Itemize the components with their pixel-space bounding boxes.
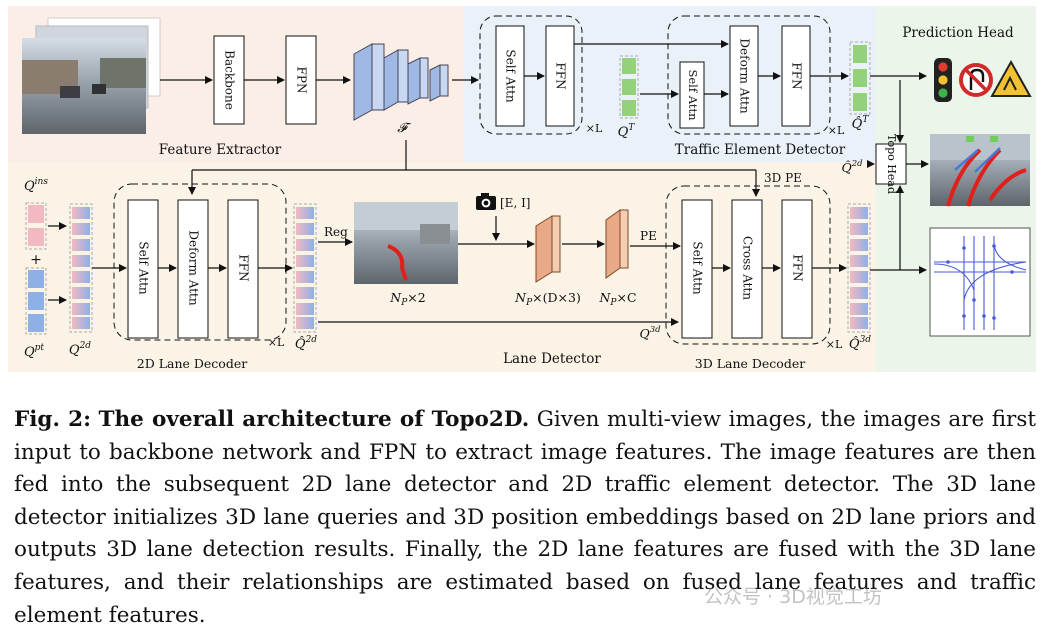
backbone-block [213, 35, 245, 125]
figure-caption: Fig. 2: The overall architecture of Topo… [14, 404, 1036, 632]
traffic-self-attn-2-label: Self Attn [686, 69, 700, 121]
traffic-ffn-2 [781, 25, 811, 127]
lane3d-cross-attn [731, 199, 763, 339]
q2d-label: Q2d [69, 341, 91, 358]
traffic-query-stack [619, 55, 639, 119]
fpn-label: FPN [295, 67, 309, 94]
traffic-self-attn-2 [679, 61, 705, 129]
traffic-repeat-2: ×L [828, 124, 845, 137]
q-pt-stack [25, 267, 47, 335]
q2dhat-to-topo-label: Q̂2d [841, 159, 863, 175]
q3d-label: Q3d [639, 325, 661, 341]
feature-extractor-title: Feature Extractor [159, 142, 282, 158]
plus-sign: + [30, 252, 42, 268]
camera-params-label: [E, I] [500, 196, 531, 210]
lane2d-ffn-label: FFN [237, 254, 251, 281]
lane2d-decoder-dashed [113, 183, 287, 341]
lane2d-decoder-title: 2D Lane Decoder [137, 356, 247, 371]
watermark: 公众号 · 3D视觉工坊 [704, 586, 882, 608]
q-ins-stack [25, 202, 47, 250]
np2-label: NP×2 [389, 290, 425, 308]
q2d-hat-label: Q̂2d [295, 335, 317, 352]
npd3-label: NP×(D×3) [514, 290, 581, 308]
traffic-self-attn-1-label: Self Attn [504, 49, 518, 103]
traffic-ffn-1 [545, 25, 575, 127]
q-pt-label: Qpt [24, 343, 44, 360]
caption-label: Fig. 2: [14, 407, 92, 432]
topology-image [930, 134, 1030, 207]
lane3d-repeat: ×L [826, 338, 843, 351]
topo-head-block [875, 143, 907, 185]
traffic-deform-attn [729, 25, 759, 127]
lane2d-self-attn [127, 199, 159, 339]
lane2d-ffn [227, 199, 259, 339]
pe-label: PE [640, 229, 657, 243]
traffic-query-in-label: QT [618, 123, 636, 140]
traffic-ffn-1-label: FFN [554, 62, 568, 89]
q2d-hat-stack [293, 203, 317, 333]
multi-view-images [22, 17, 161, 134]
q-ins-label: Qins [24, 177, 48, 194]
camera-icon [476, 193, 496, 210]
lane-detector-title: Lane Detector [503, 351, 601, 367]
traffic-ffn-2-label: FFN [790, 62, 804, 89]
caption-text: Given multi-view images, the images are … [14, 407, 1037, 628]
topo-head-label: Topo Head [885, 134, 898, 194]
caption-title: The overall architecture of Topo2D. [98, 407, 530, 432]
pe-3d-label: 3D PE [764, 171, 802, 185]
traffic-stage2-dashed [667, 15, 831, 135]
feature-pyramid [353, 43, 449, 121]
fpn-block [285, 35, 317, 125]
q3d-hat-stack [847, 203, 871, 333]
lane2d-self-attn-label: Self Attn [137, 241, 151, 295]
traffic-detector-panel [464, 6, 876, 162]
lane3d-self-attn-label: Self Attn [691, 241, 705, 295]
lane3d-decoder-title: 3D Lane Decoder [695, 356, 805, 371]
lane2d-repeat: ×L [268, 336, 285, 349]
backbone-label: Backbone [223, 50, 237, 110]
lane2d-deform-attn-label: Deform Attn [187, 230, 201, 305]
lane3d-self-attn [681, 199, 713, 339]
npc-label: NP×C [598, 290, 636, 308]
embedding-block [605, 209, 629, 279]
traffic-query-out-label: Q̂T [852, 115, 870, 132]
lane3d-cross-attn-label: Cross Attn [741, 236, 755, 300]
architecture-diagram: Backbone FPN 𝓕 Feature Extractor Self At… [8, 6, 1036, 372]
lane3d-decoder-dashed [665, 185, 831, 345]
traffic-stage1-dashed [479, 15, 583, 135]
traffic-light-icon [934, 58, 952, 102]
lane3d-ffn-label: FFN [791, 254, 805, 281]
q3d-hat-label: Q̂3d [849, 335, 871, 352]
traffic-detector-title: Traffic Element Detector [675, 142, 846, 158]
prediction-head-title: Prediction Head [902, 25, 1014, 41]
warning-sign-icon [990, 59, 1032, 97]
lane-prior-image [354, 202, 458, 284]
lifted-points-block [535, 215, 561, 283]
lane3d-ffn [781, 199, 813, 339]
no-u-turn-icon [959, 63, 993, 97]
bev-lane-graph [929, 227, 1031, 337]
traffic-repeat-1: ×L [586, 122, 603, 135]
traffic-deform-attn-label: Deform Attn [738, 38, 752, 113]
reg-label: Reg [324, 225, 348, 239]
lane2d-deform-attn [177, 199, 209, 339]
traffic-query-output-stack [849, 41, 871, 115]
traffic-self-attn-1 [495, 25, 525, 127]
